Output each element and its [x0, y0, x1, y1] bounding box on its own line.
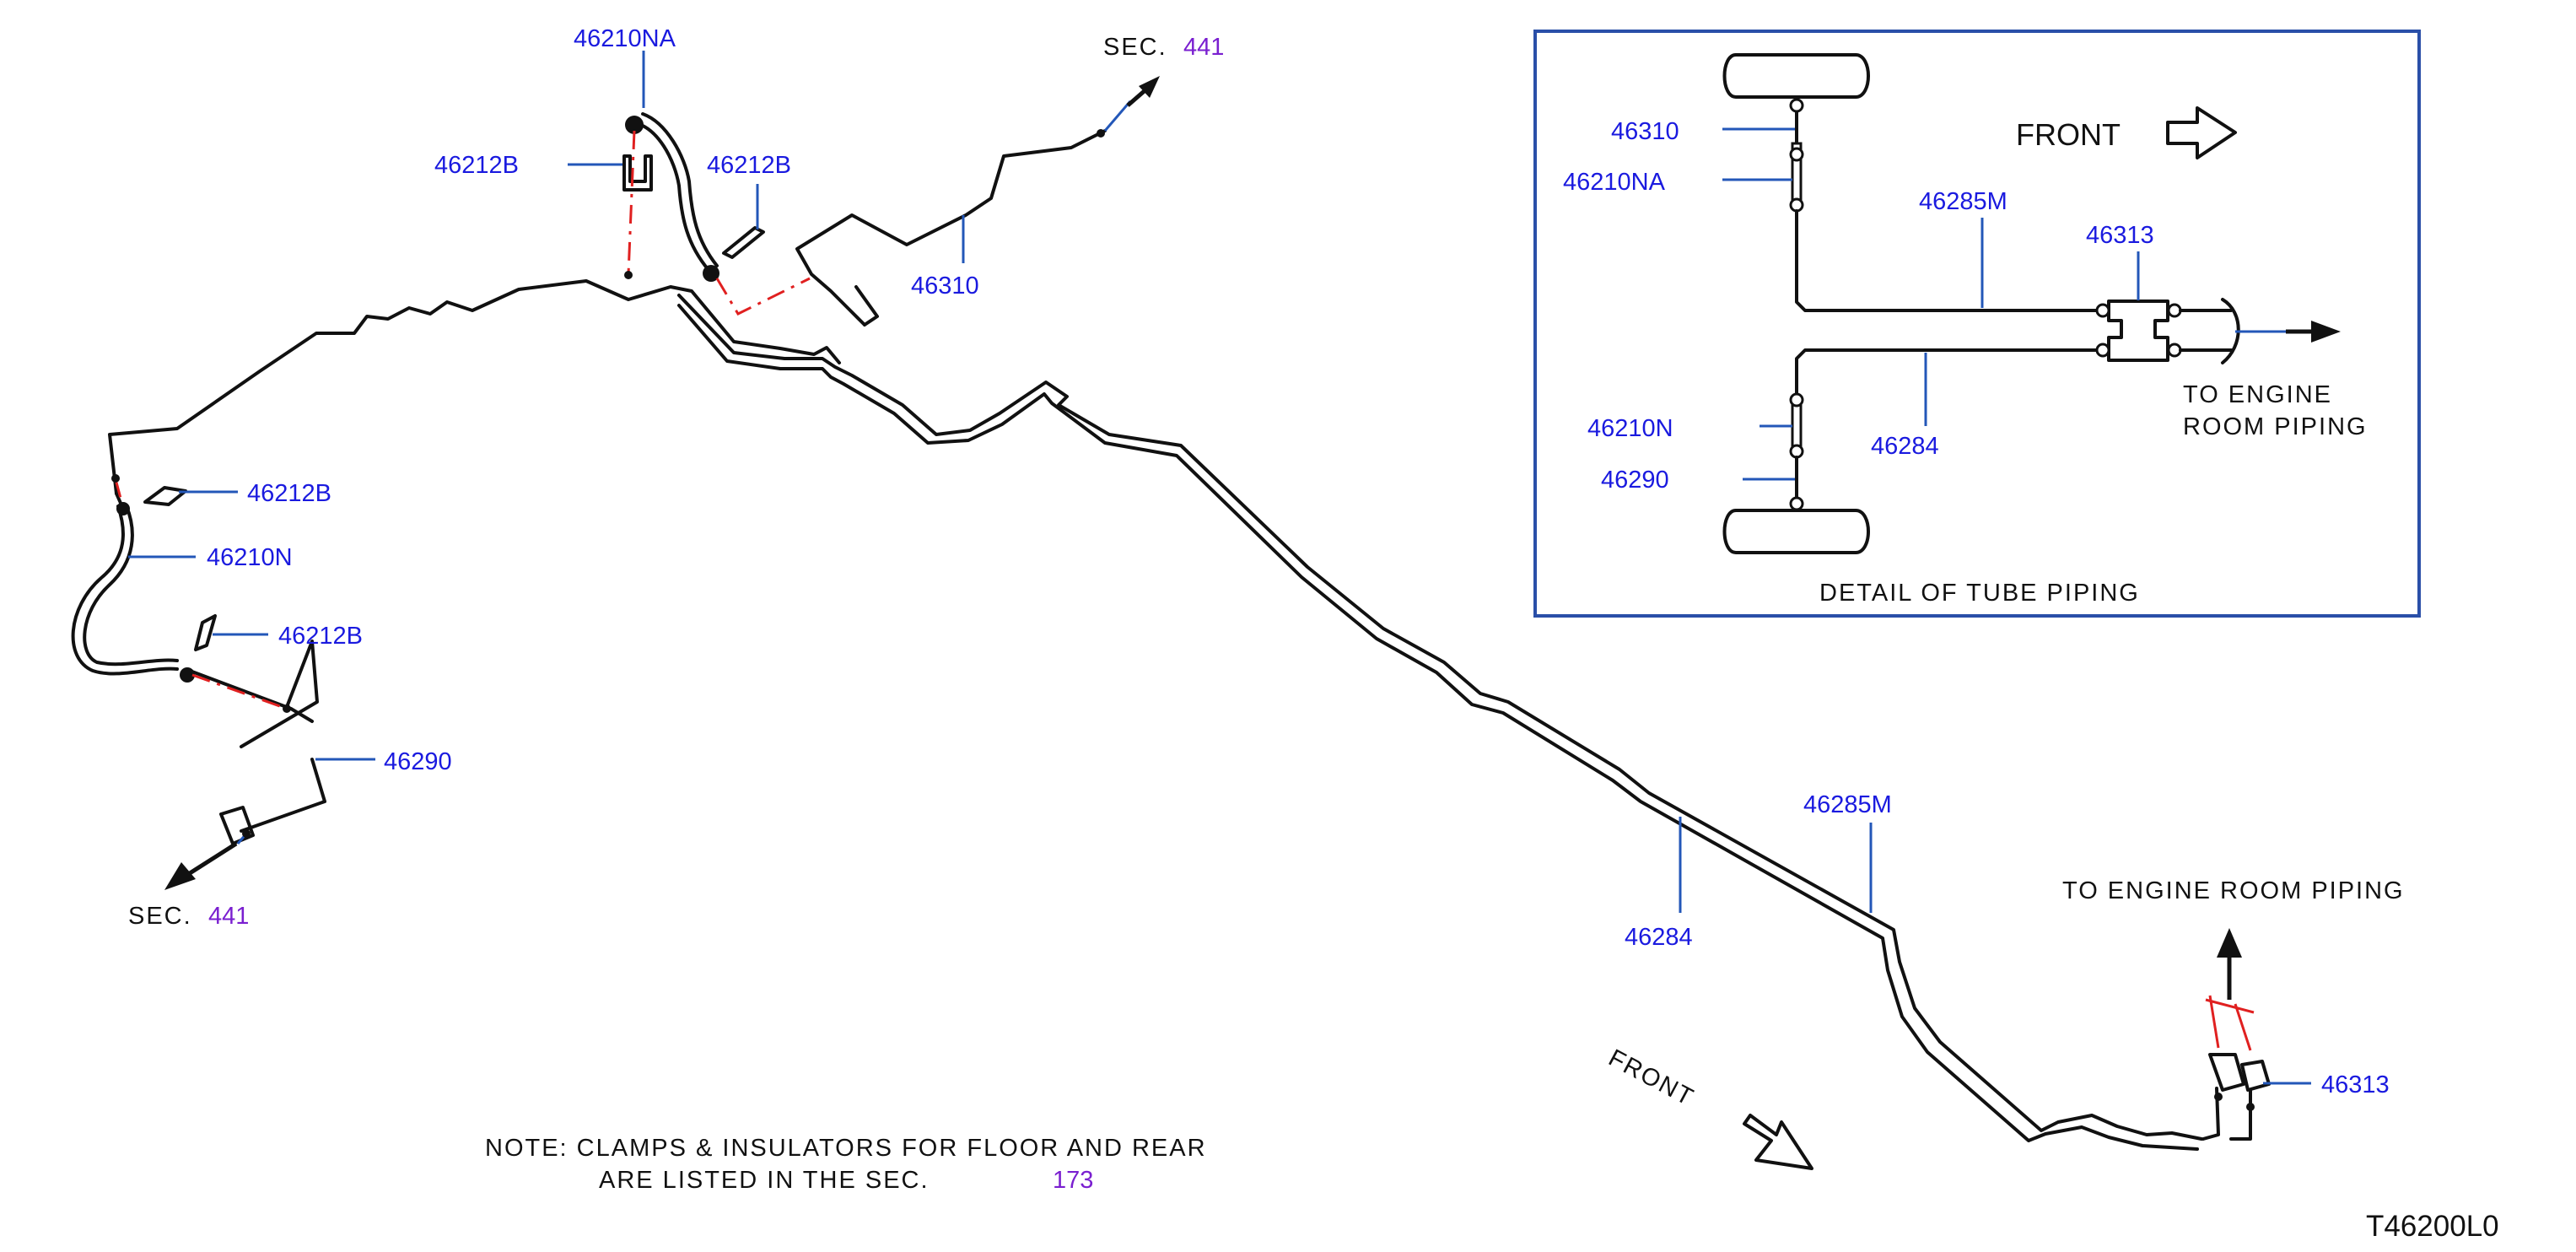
detail-wheel-rear-right-icon: [1722, 53, 1870, 99]
front-arrow-main-icon: [1743, 1114, 1813, 1170]
detail-part-46313[interactable]: 46313: [2086, 222, 2154, 249]
sec-441-top-arrow-icon: [1139, 76, 1160, 98]
leader-lines: [128, 51, 2311, 1085]
detail-wheel-rear-left-icon: [1722, 509, 1870, 554]
detail-of-tube-piping-box: 46310 46210NA 46285M 46313 46210N 46290 …: [1533, 30, 2421, 618]
detail-to-engine-arrow-icon: [2311, 321, 2341, 343]
detail-front-label: FRONT: [2016, 117, 2121, 152]
clip-46212B-left-lower-icon[interactable]: [194, 614, 217, 651]
rear-tube-46310-main: [108, 279, 841, 510]
part-46212B-left-lower[interactable]: 46212B: [278, 623, 363, 650]
detail-to-engine-line-1: TO ENGINE: [2183, 381, 2332, 408]
centerlines: [111, 130, 811, 713]
front-label-main: FRONT: [1604, 1044, 1699, 1112]
part-46284-main[interactable]: 46284: [1625, 924, 1693, 951]
rear-left-tube-46290: [219, 639, 326, 845]
detail-part-46284[interactable]: 46284: [1871, 433, 1939, 460]
part-46310-top[interactable]: 46310: [911, 273, 979, 300]
rear-right-tube-46310: [795, 76, 1160, 326]
clip-46212B-left-upper-icon[interactable]: [143, 486, 187, 506]
part-46212B-top-left[interactable]: 46212B: [434, 152, 519, 179]
part-46212B-left-upper[interactable]: 46212B: [247, 480, 331, 507]
detail-part-46210NA[interactable]: 46210NA: [1563, 169, 1666, 196]
front-arrow-main: [1743, 1114, 1813, 1170]
detail-part-46285M[interactable]: 46285M: [1919, 188, 2007, 215]
sec-link-441-bottom[interactable]: 441: [208, 903, 249, 930]
rear-right-hose-46210NA: [625, 112, 719, 282]
part-46290-left[interactable]: 46290: [384, 748, 452, 775]
detail-part-46310[interactable]: 46310: [1611, 118, 1679, 145]
sec-441-bottom-arrow-icon: [164, 862, 196, 890]
sec-link-173[interactable]: 173: [1053, 1167, 1093, 1194]
part-46212B-top-right[interactable]: 46212B: [707, 152, 791, 179]
to-engine-room-arrow-icon: [2217, 928, 2242, 958]
connector-46313-main[interactable]: [2201, 928, 2271, 1141]
detail-caption: DETAIL OF TUBE PIPING: [1819, 580, 2140, 607]
part-46313-main[interactable]: 46313: [2321, 1071, 2390, 1098]
figure-code: T46200L0: [2366, 1210, 2499, 1243]
sec-prefix-bottom: SEC.: [128, 903, 192, 930]
sec-link-441-top[interactable]: 441: [1183, 34, 1224, 61]
sec-441-bottom-arrow: [164, 829, 251, 890]
clip-46212B-top-right-icon[interactable]: [722, 226, 765, 259]
detail-front-arrow-icon: [2166, 106, 2237, 159]
front-double-tube-46284-46285M: [677, 294, 2203, 1151]
part-46210N-left[interactable]: 46210N: [207, 544, 293, 571]
part-46210NA-top[interactable]: 46210NA: [574, 25, 676, 52]
detail-part-46290[interactable]: 46290: [1601, 467, 1669, 494]
rear-left-hose-46210N: [71, 502, 314, 723]
detail-connector-46313-icon[interactable]: [2107, 300, 2169, 362]
clip-46212B-top-left-icon[interactable]: [622, 154, 653, 192]
part-46285M-main[interactable]: 46285M: [1803, 791, 1892, 818]
note-line-2: ARE LISTED IN THE SEC.: [599, 1167, 930, 1194]
sec-prefix-top: SEC.: [1103, 34, 1167, 61]
detail-part-46210N[interactable]: 46210N: [1587, 415, 1673, 442]
note-line-1: NOTE: CLAMPS & INSULATORS FOR FLOOR AND …: [485, 1135, 1207, 1162]
detail-to-engine-line-2: ROOM PIPING: [2183, 413, 2368, 440]
to-engine-room-piping: TO ENGINE ROOM PIPING: [2062, 877, 2405, 904]
